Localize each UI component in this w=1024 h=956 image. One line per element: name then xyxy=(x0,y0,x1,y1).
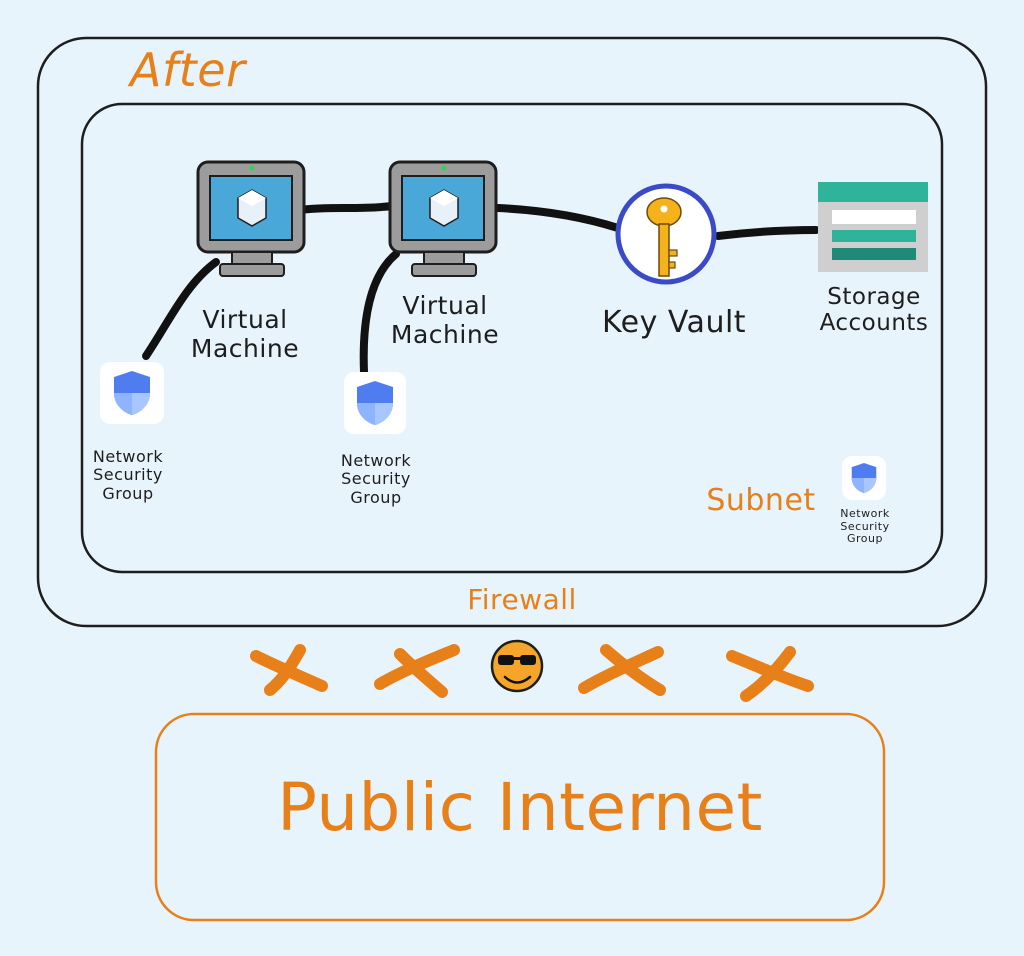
nsg2-label: Network Security Group xyxy=(320,451,432,507)
vm1-computer-monitor-icon xyxy=(196,160,306,277)
nsg1-label: Network Security Group xyxy=(74,447,182,503)
blocked-x-mark-3 xyxy=(578,644,666,696)
public-internet-label: Public Internet xyxy=(277,769,763,846)
subnet-label: Subnet xyxy=(706,483,816,518)
vm1-label-line1: Virtual xyxy=(202,305,288,334)
storage-label-line1: Storage xyxy=(827,284,921,310)
firewall-label: Firewall xyxy=(467,583,577,616)
connector-vm1-nsg1 xyxy=(142,258,220,360)
key-vault-key-icon xyxy=(615,183,717,285)
vm2-label-line1: Virtual xyxy=(402,291,488,320)
nsg1-label-line3: Group xyxy=(102,483,154,503)
cool-smiley-icon xyxy=(490,639,544,693)
nsg3-label-line3: Group xyxy=(847,532,883,546)
nsg1-label-line2: Security xyxy=(93,465,163,485)
key-vault-label: Key Vault xyxy=(601,305,747,340)
vm1-label: Virtual Machine xyxy=(180,305,310,364)
nsg3-label: Network Security Group xyxy=(826,507,904,546)
nsg2-label-line3: Group xyxy=(350,487,402,507)
connector-vm2-nsg2 xyxy=(359,250,400,376)
nsg3-label-line1: Network xyxy=(840,507,890,520)
vm2-label: Virtual Machine xyxy=(380,291,510,350)
nsg1-shield-icon xyxy=(100,362,164,424)
storage-label-line2: Accounts xyxy=(819,310,929,337)
connector-vm1-vm2 xyxy=(296,202,396,214)
nsg2-label-line2: Security xyxy=(341,469,411,489)
subnet-boundary xyxy=(80,102,944,574)
blocked-x-mark-1 xyxy=(250,644,328,696)
vm2-label-line2: Machine xyxy=(390,319,500,349)
connector-keyvault-storage xyxy=(714,226,820,240)
nsg3-shield-icon xyxy=(842,456,886,500)
connector-vm2-keyvault xyxy=(494,204,622,232)
after-label: After xyxy=(130,43,246,97)
blocked-x-mark-2 xyxy=(374,644,460,698)
nsg2-shield-icon xyxy=(344,372,406,434)
nsg3-label-line2: Security xyxy=(840,519,890,533)
vm2-computer-monitor-icon xyxy=(388,160,498,277)
after-boundary xyxy=(36,36,988,628)
public-internet-box xyxy=(154,712,886,922)
nsg1-label-line1: Network xyxy=(92,447,164,466)
nsg2-label-line1: Network xyxy=(340,451,412,470)
storage-accounts-icon xyxy=(818,182,928,272)
vm1-label-line2: Machine xyxy=(190,333,300,363)
blocked-x-mark-4 xyxy=(726,646,814,702)
storage-accounts-label: Storage Accounts xyxy=(806,284,942,337)
